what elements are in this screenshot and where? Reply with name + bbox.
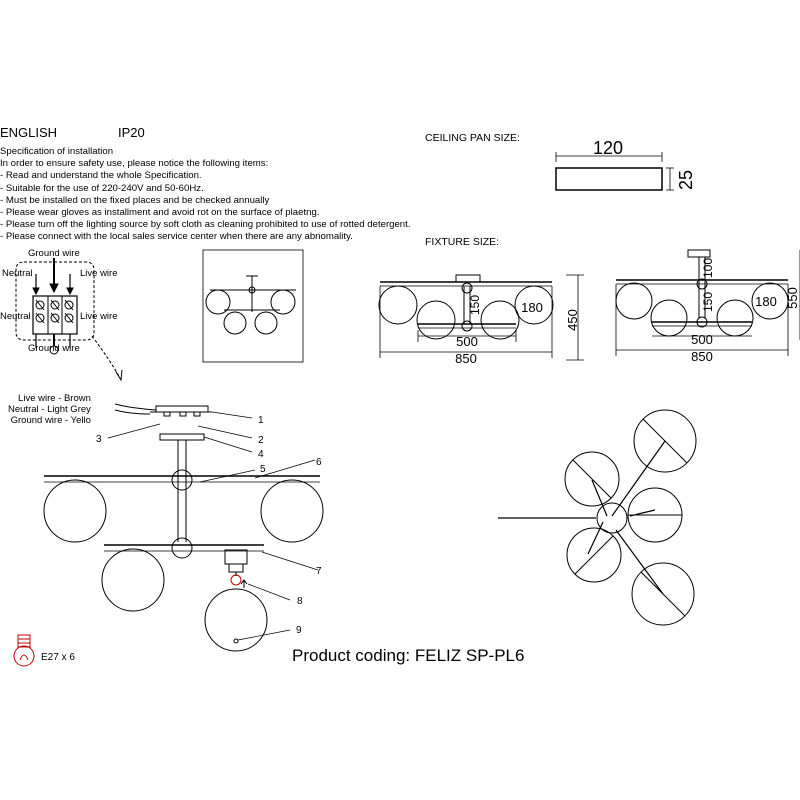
fixture-drawing-b: 180 100 150 500 850 550 <box>615 249 800 364</box>
inner-width-b: 500 <box>691 332 713 347</box>
ground-wire-label-bottom: Ground wire <box>28 343 80 354</box>
pan-width-label: 120 <box>593 138 623 158</box>
legend-neutral: Neutral - Light Grey <box>8 404 91 415</box>
wire-color-legend: Live wire - Brown Neutral - Light Grey G… <box>8 393 91 426</box>
height-a: 450 <box>565 309 580 331</box>
ground-wire-label-top: Ground wire <box>28 248 80 259</box>
part-2: 2 <box>258 435 264 446</box>
total-width-a: 850 <box>455 351 477 366</box>
part-numbers: 1 2 3 4 5 6 7 8 9 <box>96 415 322 636</box>
top-view-drawing <box>498 409 697 626</box>
wiring-diagram <box>15 258 123 382</box>
fixture-drawing-a: 180 150 500 850 450 <box>378 274 584 366</box>
part-4: 4 <box>258 449 264 460</box>
spec-line: - Please connect with the local sales se… <box>0 231 353 243</box>
neutral-label-bottom: Neutral <box>0 311 31 322</box>
pan-height-label: 25 <box>676 170 696 190</box>
inner-width-a: 500 <box>456 334 478 349</box>
legend-ground: Ground wire - Yello <box>10 415 91 426</box>
assembly-drawing <box>43 403 324 652</box>
part-9: 9 <box>296 625 302 636</box>
neutral-label-top: Neutral <box>2 268 33 279</box>
total-width-b: 850 <box>691 349 713 364</box>
globe-size-a: 180 <box>521 300 543 315</box>
live-wire-label-bottom: Live wire <box>80 311 118 322</box>
language-label: ENGLISH <box>0 125 58 140</box>
spec-line: - Suitable for the use of 220-240V and 5… <box>0 182 204 194</box>
height-b: 550 <box>785 287 800 309</box>
part-1: 1 <box>258 415 264 426</box>
product-coding: Product coding: FELIZ SP-PL6 <box>292 646 525 665</box>
bulb-spec: E27 x 6 <box>41 652 75 663</box>
spec-line: - Please wear gloves as installment and … <box>0 207 320 219</box>
spec-line: - Must be installed on the fixed places … <box>0 194 270 206</box>
live-wire-label-top: Live wire <box>80 268 118 279</box>
top-size-b: 100 <box>701 258 715 278</box>
spec-line: In order to ensure safety use, please no… <box>0 158 269 170</box>
ip-rating: IP20 <box>118 125 145 140</box>
globe-size-b: 180 <box>755 294 777 309</box>
stem-size-b: 150 <box>701 292 715 312</box>
spec-title: Specification of installation <box>0 146 114 157</box>
fixture-size-title: FIXTURE SIZE: <box>425 236 500 248</box>
part-7: 7 <box>316 566 322 577</box>
ceiling-pan-title: CEILING PAN SIZE: <box>425 132 520 144</box>
spec-line: - Please turn off the lighting source by… <box>0 219 411 231</box>
part-6: 6 <box>316 457 322 468</box>
part-3: 3 <box>96 434 102 445</box>
part-5: 5 <box>260 464 266 475</box>
legend-live: Live wire - Brown <box>18 393 91 404</box>
spec-line: - Read and understand the whole Specific… <box>0 170 202 182</box>
fixture-preview <box>202 249 304 363</box>
part-8: 8 <box>297 596 303 607</box>
specification: Specification of installation In order t… <box>0 146 410 244</box>
stem-size-a: 150 <box>468 295 482 315</box>
ceiling-pan-drawing: 120 25 <box>555 138 696 191</box>
bulb-icon <box>13 634 35 667</box>
